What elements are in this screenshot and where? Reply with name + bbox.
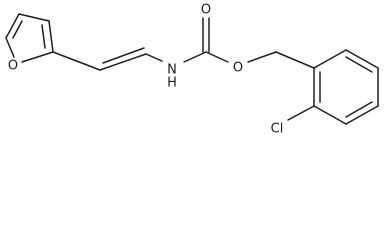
bond-furan-c3-c3-double bbox=[41, 24, 46, 49]
atom-chlorine: Cl bbox=[271, 122, 284, 137]
bond-vinyl-nitrogen bbox=[145, 53, 163, 62]
bond-vinyl-double-outer bbox=[99, 53, 147, 71]
atom-amine-nitrogen: N bbox=[167, 63, 177, 78]
atom-carbonyl-oxygen: O bbox=[201, 3, 211, 18]
bond-ring-2-3 bbox=[313, 105, 347, 125]
benzene-ring bbox=[287, 49, 379, 125]
bond-ring-3-4-inner bbox=[345, 101, 373, 118]
bond-furan-c2-c3 bbox=[48, 20, 54, 53]
bond-furan-c4-c5 bbox=[5, 13, 20, 39]
bond-nitrogen-carbonyl bbox=[183, 51, 207, 63]
bond-furan-c4-c5-double bbox=[12, 20, 23, 39]
vinyl-linker bbox=[52, 47, 163, 71]
bond-ch2-aryl bbox=[275, 51, 315, 69]
bond-furan-o-c2 bbox=[21, 51, 54, 63]
atom-ester-oxygen: O bbox=[233, 61, 243, 76]
bond-ring-chlorine bbox=[287, 105, 315, 121]
atom-furan-oxygen: O bbox=[8, 59, 18, 74]
bond-vinyl-double-inner bbox=[102, 47, 145, 64]
atom-amine-hydrogen: H bbox=[167, 76, 177, 91]
furan-ring bbox=[5, 13, 54, 63]
bond-furan-c3-c4 bbox=[18, 13, 50, 22]
chemical-structure-diagram: O N H O O Cl bbox=[5, 3, 379, 137]
carbamate-group bbox=[183, 17, 315, 69]
bond-ring-6-1 bbox=[313, 49, 347, 69]
bond-ring-5-6 bbox=[345, 49, 379, 69]
bond-furan-c5-o bbox=[5, 37, 15, 58]
bond-ring-3-4 bbox=[345, 105, 379, 125]
bond-ring-5-6-inner bbox=[345, 56, 373, 73]
bond-ester-o-ch2 bbox=[247, 51, 277, 63]
bond-carbonyl-ester-o bbox=[205, 51, 229, 63]
bond-furan-vinyl bbox=[52, 51, 101, 71]
